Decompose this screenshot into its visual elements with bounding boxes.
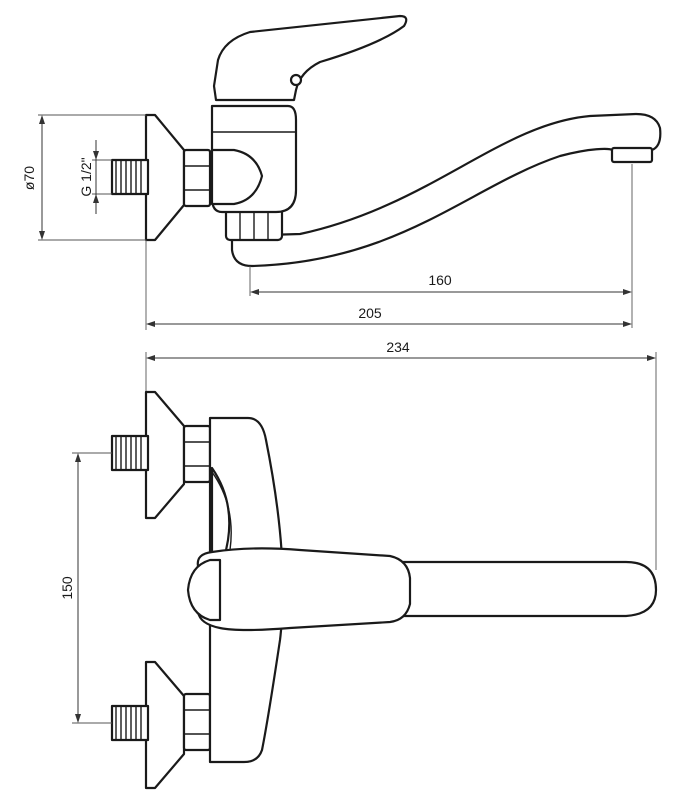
dim-spout-reach: 160 — [249, 164, 633, 328]
side-view: ø70 G 1/2" 160 205 — [21, 14, 662, 330]
side-aerator — [610, 146, 654, 164]
top-view: 234 — [59, 339, 658, 790]
dim-inlet-spacing-label: 150 — [59, 576, 75, 600]
dim-spout-reach-label: 160 — [428, 272, 452, 288]
dim-total-length-label: 234 — [386, 339, 410, 355]
top-lower-hex-nut — [182, 692, 212, 752]
side-thread-nipple — [110, 158, 150, 196]
dim-projection: 205 — [145, 240, 632, 330]
dim-projection-label: 205 — [358, 305, 382, 321]
side-handle-screw — [289, 73, 303, 87]
side-wall-flange — [144, 113, 186, 242]
dim-flange-diameter-label: ø70 — [21, 166, 37, 190]
top-upper-thread-nipple — [110, 434, 150, 472]
top-handle — [196, 547, 412, 632]
dim-flange-diameter: ø70 — [21, 114, 146, 241]
top-upper-hex-nut — [182, 424, 212, 484]
side-hex-nut — [182, 148, 212, 208]
dim-thread-label: G 1/2" — [78, 157, 94, 196]
top-lower-thread-nipple — [110, 704, 150, 742]
side-eccentric — [210, 148, 264, 206]
top-lower-wall-flange — [144, 660, 186, 790]
side-handle-lever — [212, 14, 408, 102]
dim-total-length: 234 — [145, 339, 657, 570]
top-handle-knob — [186, 558, 222, 622]
top-spout — [328, 560, 658, 618]
dim-inlet-spacing: 150 — [59, 452, 112, 724]
top-upper-wall-flange — [144, 390, 186, 520]
dim-thread: G 1/2" — [78, 140, 112, 214]
